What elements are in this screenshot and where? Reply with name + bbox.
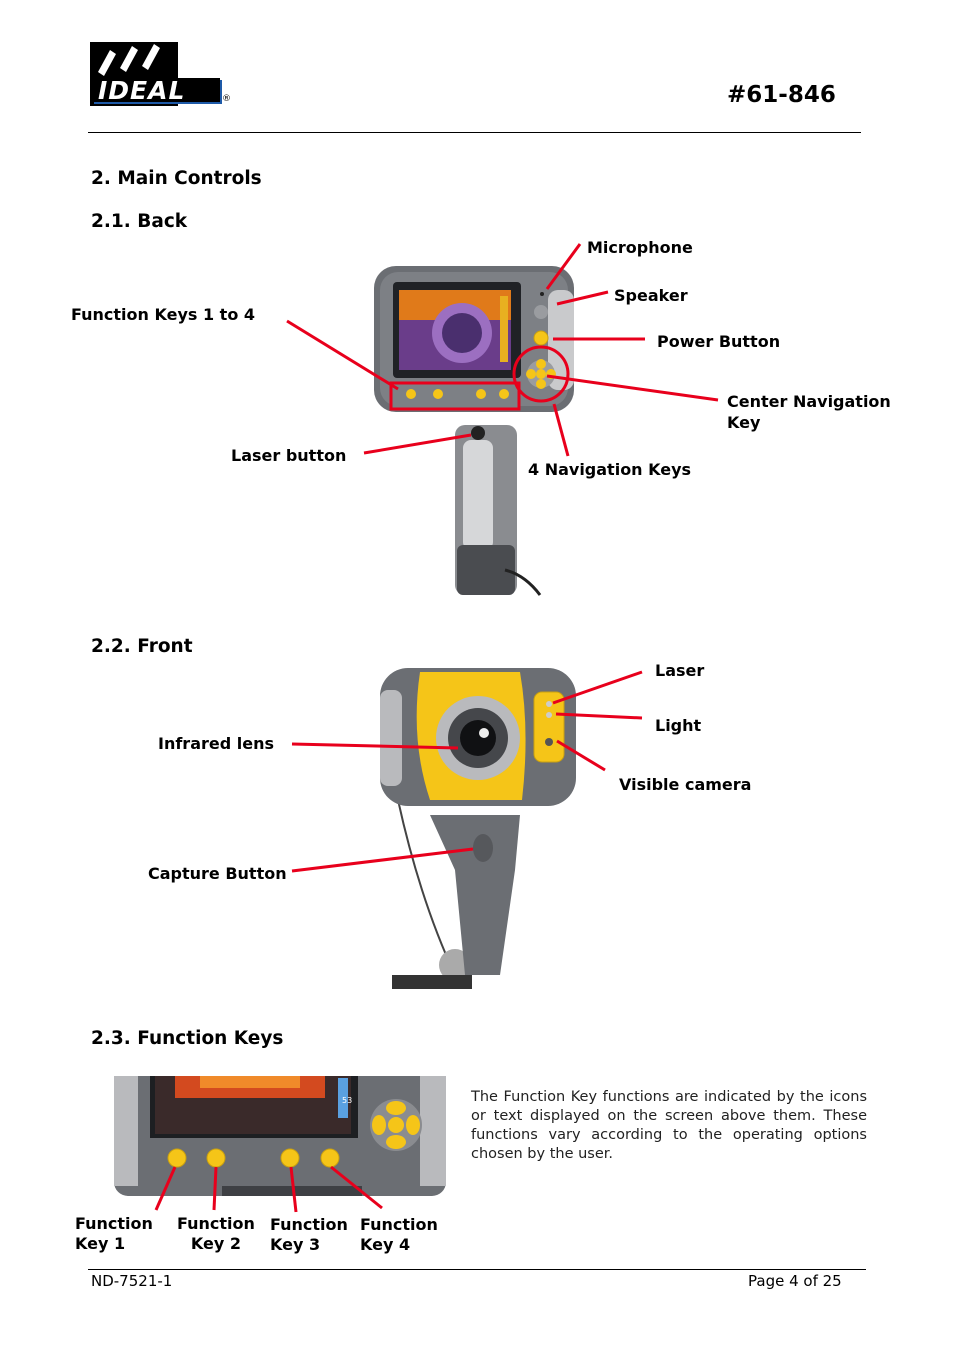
label-fk4-line1: Function <box>360 1215 438 1234</box>
svg-text:IDEAL: IDEAL <box>98 76 185 105</box>
label-fk1-line1: Function <box>75 1214 153 1233</box>
label-function-key-4: Function Key 4 <box>360 1215 438 1255</box>
label-function-key-3: Function Key 3 <box>270 1215 348 1255</box>
label-fk2-line1: Function <box>177 1214 255 1233</box>
heading-back: 2.1. Back <box>91 211 188 232</box>
heading-main-controls: 2. Main Controls <box>91 168 262 189</box>
label-navigation-keys: 4 Navigation Keys <box>528 460 692 479</box>
header-rule <box>88 132 861 133</box>
heading-front: 2.2. Front <box>91 636 193 657</box>
label-microphone: Microphone <box>587 238 693 257</box>
footer-doc-id: ND-7521-1 <box>91 1272 173 1290</box>
label-laser: Laser <box>655 661 705 680</box>
label-function-key-2: Function Key 2 <box>177 1214 255 1254</box>
label-power-button: Power Button <box>657 332 781 351</box>
label-center-navigation-line1: Center Navigation <box>727 392 891 411</box>
label-capture-button: Capture Button <box>148 864 287 883</box>
label-fk4-line2: Key 4 <box>360 1235 411 1254</box>
footer-rule <box>88 1269 866 1270</box>
label-speaker: Speaker <box>614 286 688 305</box>
label-fk2-line2: Key 2 <box>190 1234 242 1253</box>
function-keys-description: The Function Key functions are indicated… <box>471 1089 867 1162</box>
label-center-navigation-key: Center Navigation Key <box>727 391 891 433</box>
ideal-logo: IDEAL ® <box>90 42 231 108</box>
label-function-keys-1-4: Function Keys 1 to 4 <box>71 305 256 324</box>
heading-function-keys: 2.3. Function Keys <box>91 1028 284 1049</box>
label-fk3-line1: Function <box>270 1215 348 1234</box>
label-fk3-line2: Key 3 <box>270 1235 321 1254</box>
doc-number: #61-846 <box>727 82 836 108</box>
label-fk1-line2: Key 1 <box>75 1234 126 1253</box>
registered-mark: ® <box>222 94 231 104</box>
label-light: Light <box>655 716 702 735</box>
footer-page-number: Page 4 of 25 <box>748 1272 842 1290</box>
ideal-logo-graphic: IDEAL <box>90 42 222 106</box>
svg-text:53: 53 <box>342 1096 352 1105</box>
label-infrared-lens: Infrared lens <box>158 734 275 753</box>
label-visible-camera: Visible camera <box>619 775 752 794</box>
label-laser-button: Laser button <box>231 446 347 465</box>
label-center-navigation-line2: Key <box>727 413 761 432</box>
label-function-key-1: Function Key 1 <box>75 1214 153 1254</box>
